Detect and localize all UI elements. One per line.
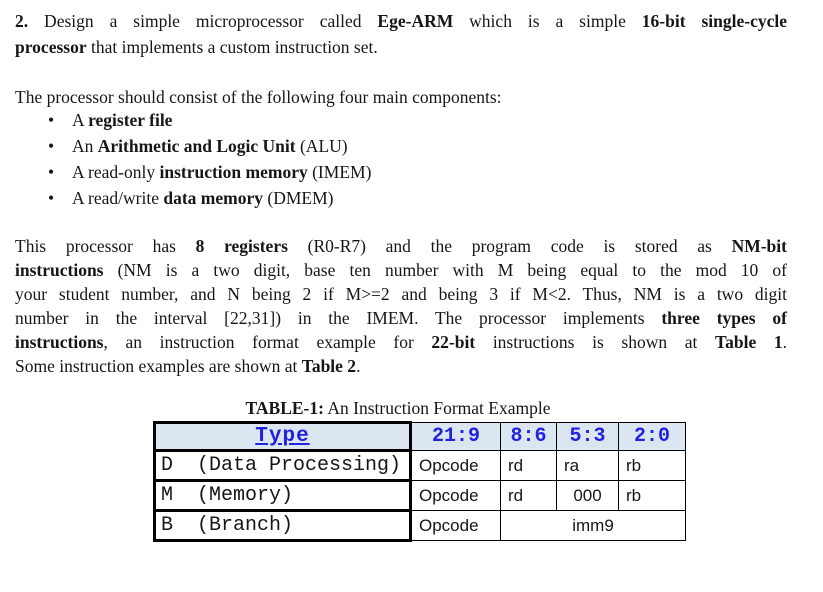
text-line: The processor should consist of the foll… — [15, 87, 502, 107]
instruction-format-table: Type 21:9 8:6 5:3 2:0 D (Data Processing… — [153, 421, 686, 542]
list-item: • A read/write data memory (DMEM) — [15, 185, 787, 211]
list-item-text: A read-only instruction memory (IMEM) — [72, 162, 372, 182]
type-cell: B (Branch) — [153, 509, 412, 542]
table-title: TABLE-1: An Instruction Format Example — [245, 398, 551, 418]
list-item-text: A register file — [72, 110, 173, 130]
field-cell: ra — [556, 450, 619, 481]
list-item: • An Arithmetic and Logic Unit (ALU) — [15, 133, 787, 159]
field-cell: rd — [500, 480, 557, 511]
opcode-cell: Opcode — [410, 510, 501, 541]
field-cell: rb — [618, 480, 686, 511]
details-paragraph: This processor has 8 registers (R0-R7) a… — [15, 234, 787, 378]
text-line: 2. Design a simple microprocessor called… — [15, 11, 788, 31]
list-item: • A register file — [15, 107, 787, 133]
bullet-icon: • — [48, 110, 55, 130]
type-cell: D (Data Processing) — [153, 449, 412, 482]
opcode-cell: Opcode — [410, 450, 501, 481]
bit-range-header: 5:3 — [556, 422, 619, 451]
table-row-branch: B (Branch) Opcode imm9 — [153, 509, 686, 542]
table-row-memory: M (Memory) Opcode rd 000 rb — [153, 479, 686, 512]
type-header-cell: Type — [153, 421, 412, 452]
table-row-data-processing: D (Data Processing) Opcode rd ra rb — [153, 449, 686, 482]
text-line: your student number, and N being 2 if M>… — [15, 284, 787, 304]
component-list: • A register file • An Arithmetic and Lo… — [15, 107, 787, 211]
text-line: instructions, an instruction format exam… — [15, 332, 787, 352]
list-item-text: An Arithmetic and Logic Unit (ALU) — [72, 136, 348, 156]
imm9-cell: imm9 — [500, 510, 686, 541]
field-cell: rb — [618, 450, 686, 481]
type-cell: M (Memory) — [153, 479, 412, 512]
bullet-icon: • — [48, 162, 55, 182]
bit-range-header: 2:0 — [618, 422, 686, 451]
text-line: Some instruction examples are shown at T… — [15, 356, 361, 376]
field-cell: 000 — [556, 480, 619, 511]
components-intro: The processor should consist of the foll… — [15, 84, 787, 110]
bullet-icon: • — [48, 136, 55, 156]
text-line: This processor has 8 registers (R0-R7) a… — [15, 236, 787, 256]
bit-range-header: 21:9 — [410, 422, 501, 451]
text-line: processor that implements a custom instr… — [15, 37, 378, 57]
list-item: • A read-only instruction memory (IMEM) — [15, 159, 787, 185]
question-paragraph: 2. Design a simple microprocessor called… — [15, 8, 787, 60]
opcode-cell: Opcode — [410, 480, 501, 511]
text-line: number in the interval [22,31]) in the I… — [15, 308, 787, 328]
bit-range-header: 8:6 — [500, 422, 557, 451]
list-item-text: A read/write data memory (DMEM) — [72, 188, 334, 208]
table-header-row: Type 21:9 8:6 5:3 2:0 — [153, 421, 686, 452]
field-cell: rd — [500, 450, 557, 481]
bullet-icon: • — [48, 188, 55, 208]
text-line: instructions (NM is a two digit, base te… — [15, 260, 787, 280]
